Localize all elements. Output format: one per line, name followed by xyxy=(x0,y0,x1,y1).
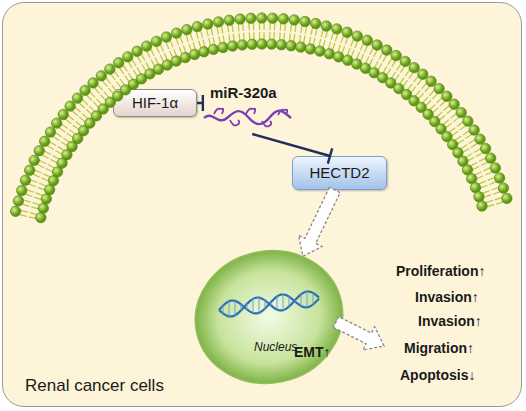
outcome-label: Invasion↑ xyxy=(418,313,482,329)
inhibition-line xyxy=(197,95,203,111)
node-text: HIF-1α xyxy=(114,90,196,116)
outcome-label: Proliferation↑ xyxy=(396,263,485,279)
outcome-arrow xyxy=(333,317,384,350)
nucleus-ellipse: Nucleus xyxy=(192,248,346,386)
inhibition-line xyxy=(252,134,332,164)
node-text: Renal cancer cells xyxy=(25,376,164,396)
nucleus-outline xyxy=(192,248,346,386)
node-text: Nucleus xyxy=(254,340,297,354)
protein-box: HIF-1α xyxy=(113,89,197,117)
outcome-label: EMT↑ xyxy=(294,344,331,360)
outcome-label: Invasion↑ xyxy=(415,289,479,305)
mirna-shape: miR-320a xyxy=(200,84,295,134)
outcome-label: Migration↑ xyxy=(404,340,474,356)
outcome-label: Apoptosis↓ xyxy=(400,367,475,383)
block-arrow xyxy=(299,187,341,256)
protein-box: HECTD2 xyxy=(292,156,387,190)
node-text: HECTD2 xyxy=(293,157,386,189)
node-text: miR-320a xyxy=(210,84,277,101)
